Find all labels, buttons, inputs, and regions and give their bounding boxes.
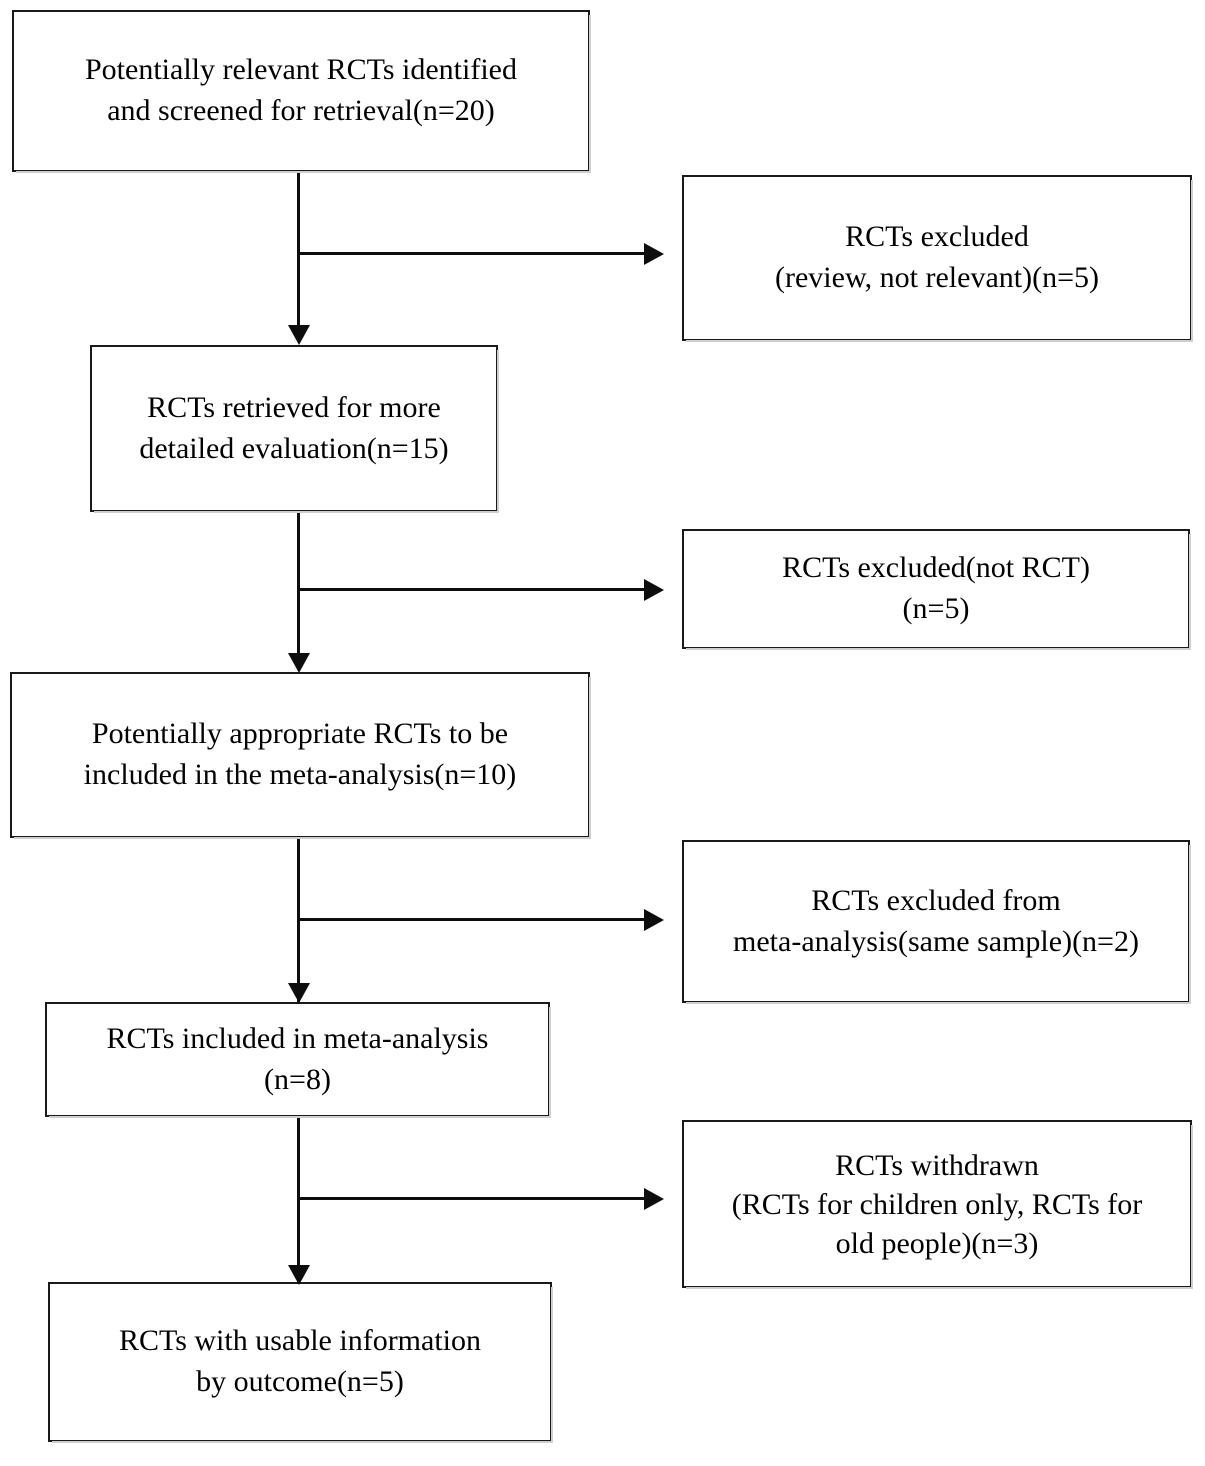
connector-retrieved-to-excluded-not-rct (297, 588, 645, 591)
connector-retrieved-to-appropriate (297, 512, 300, 670)
node-included-line-1: RCTs included in meta-analysis (106, 1021, 489, 1055)
arrowhead-into-included (288, 983, 310, 1003)
node-appropriate[interactable]: Potentially appropriate RCTs to be inclu… (10, 672, 591, 839)
node-usable-line-1: RCTs with usable information (118, 1324, 482, 1358)
node-retrieved-line-2: detailed evaluation(n=15) (139, 431, 449, 465)
node-excluded-same-sample-line-2: meta-analysis(same sample)(n=2) (733, 924, 1139, 958)
node-excluded-review-line-1: RCTs excluded (845, 220, 1029, 254)
node-withdrawn-line-2: (RCTs for children only, RCTs for (731, 1187, 1143, 1221)
node-appropriate-line-1: Potentially appropriate RCTs to be (91, 717, 509, 751)
node-excluded-review[interactable]: RCTs excluded (review, not relevant)(n=5… (682, 175, 1193, 342)
node-withdrawn-line-3: old people)(n=3) (835, 1226, 1039, 1260)
node-retrieved-line-1: RCTs retrieved for more (147, 390, 441, 424)
arrowhead-into-retrieved (288, 325, 310, 345)
node-withdrawn[interactable]: RCTs withdrawn (RCTs for children only, … (682, 1120, 1193, 1289)
node-excluded-not-rct[interactable]: RCTs excluded(not RCT) (n=5) (682, 529, 1191, 650)
arrowhead-into-appropriate (288, 653, 310, 673)
connector-identified-to-retrieved (297, 172, 300, 330)
node-included-line-2: (n=8) (264, 1062, 331, 1096)
node-appropriate-line-2: included in the meta-analysis(n=10) (83, 758, 517, 791)
node-identified[interactable]: Potentially relevant RCTs identified and… (12, 10, 591, 173)
arrowhead-into-excluded-same-sample (644, 909, 664, 931)
arrowhead-into-excluded-not-rct (644, 579, 664, 601)
connector-appropriate-to-excluded-same-sample (297, 918, 645, 921)
node-identified-line-2: and screened for retrieval(n=20) (107, 94, 495, 127)
node-identified-line-1: Potentially relevant RCTs identified (85, 53, 517, 87)
node-excluded-same-sample-line-1: RCTs excluded from (811, 883, 1061, 917)
node-excluded-not-rct-line-1: RCTs excluded(not RCT) (782, 551, 1090, 585)
node-withdrawn-line-1: RCTs withdrawn (835, 1148, 1039, 1182)
node-retrieved[interactable]: RCTs retrieved for more detailed evaluat… (90, 345, 499, 513)
node-excluded-same-sample[interactable]: RCTs excluded from meta-analysis(same sa… (682, 840, 1191, 1004)
arrowhead-into-excluded-review (644, 243, 664, 265)
node-excluded-review-line-2: (review, not relevant)(n=5) (775, 261, 1099, 294)
node-included[interactable]: RCTs included in meta-analysis (n=8) (45, 1002, 551, 1118)
connector-included-to-withdrawn (297, 1197, 645, 1200)
node-excluded-not-rct-line-2: (n=5) (902, 592, 970, 625)
arrowhead-into-usable (288, 1265, 310, 1285)
node-usable[interactable]: RCTs with usable information by outcome(… (48, 1282, 553, 1443)
connector-included-to-usable (297, 1117, 300, 1285)
node-usable-line-2: by outcome(n=5) (196, 1365, 404, 1398)
arrowhead-into-withdrawn (644, 1188, 664, 1210)
connector-identified-to-excluded-review (297, 252, 645, 255)
